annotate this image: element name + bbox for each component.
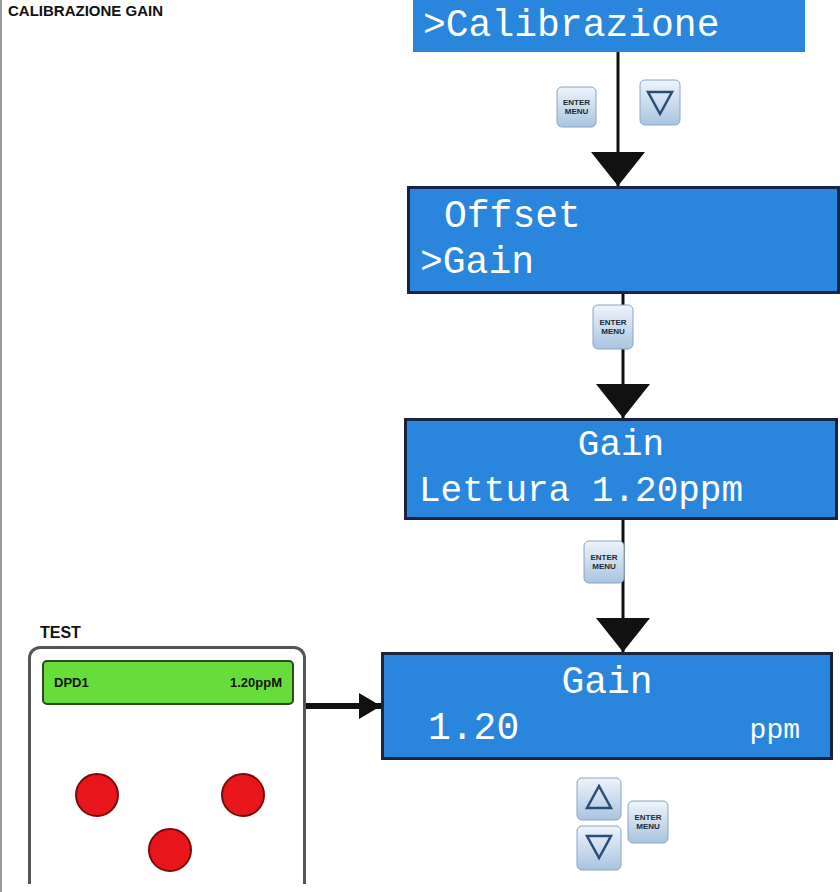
up-arrow-icon — [587, 786, 611, 808]
device-button — [76, 774, 118, 816]
button-label: ENTER MENU — [586, 553, 622, 571]
node-text: TEST — [40, 624, 81, 642]
button-label: ENTER MENU — [630, 813, 666, 831]
down-arrow-icon — [648, 92, 672, 114]
arrowhead — [596, 384, 650, 418]
test-device: TEST DPD1 1.20ppM — [28, 622, 306, 884]
lcd-screen: Offset>Gain — [407, 186, 840, 294]
device-button — [222, 774, 264, 816]
node-text: Gain — [407, 425, 835, 466]
device-display: DPD1 1.20ppM — [42, 660, 294, 705]
node-text: Lettura 1.20ppm — [419, 471, 743, 512]
flow-arrow — [306, 693, 381, 719]
enter-button — [628, 801, 668, 843]
node-text: >Gain — [420, 241, 534, 285]
up-button — [577, 778, 621, 820]
node-text: Gain — [384, 661, 830, 705]
frame-line — [0, 0, 2, 892]
button-label: ENTER MENU — [595, 318, 631, 336]
device-button — [149, 829, 191, 871]
node-text: DPD1 — [54, 675, 89, 690]
arrowhead — [591, 152, 645, 186]
down-button — [577, 826, 621, 870]
enter-button — [557, 87, 596, 127]
down-arrow-icon — [587, 836, 611, 858]
arrowhead — [359, 693, 381, 719]
page-title: CALIBRAZIONE GAIN — [8, 2, 163, 19]
enter-button — [584, 541, 624, 583]
lcd-screen: >Calibrazione — [413, 0, 805, 52]
button-label: ENTER MENU — [559, 98, 595, 116]
node-text: ppm — [750, 715, 800, 747]
arrowhead — [596, 618, 650, 652]
node-text: >Calibrazione — [423, 4, 719, 48]
node-text: Offset — [444, 195, 581, 239]
flow-arrow — [591, 52, 645, 186]
node-text: 1.20 — [428, 707, 519, 751]
lcd-screen: Gain1.20 ppm — [381, 652, 833, 760]
lcd-screen: GainLettura 1.20ppm — [404, 418, 838, 520]
flow-arrow — [596, 520, 650, 652]
down-button — [640, 80, 680, 125]
enter-button — [593, 305, 633, 349]
node-text: 1.20ppM — [230, 675, 282, 690]
